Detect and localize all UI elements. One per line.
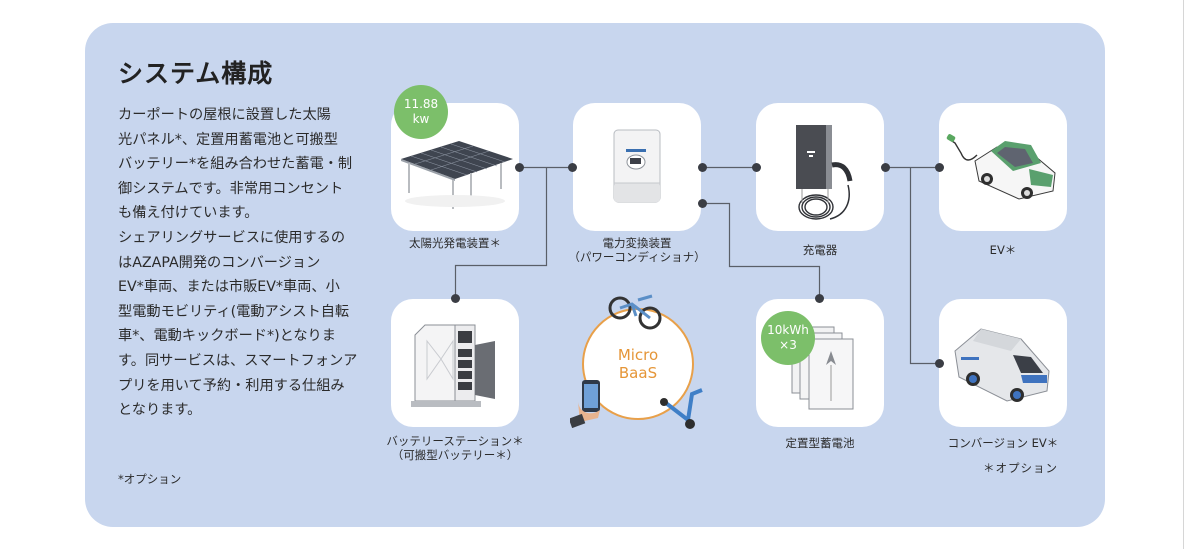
ev-charger-icon: [796, 125, 853, 220]
label-line: （可搬型バッテリー＊）: [391, 448, 519, 462]
connector-dot: [451, 294, 460, 303]
battery-station-label: バッテリーステーション＊ （可搬型バッテリー＊）: [355, 434, 555, 462]
connector-dot: [752, 163, 761, 172]
badge-unit: ×3: [779, 338, 797, 352]
charger-label: 充電器: [802, 243, 838, 257]
line-charger-conversion-ev: [909, 167, 944, 365]
description-line: はAZAPA開発のコンバージョン: [118, 254, 321, 271]
power-conditioner-label: 電力変換装置 （パワーコンディショナ）: [537, 236, 737, 264]
description-line: す。同サービスは、スマートフォンア: [118, 352, 358, 369]
power-conditioner-icon: [613, 129, 661, 203]
charger-card: [756, 103, 884, 231]
description-line: カーポートの屋根に設置した太陽: [118, 107, 331, 123]
ev-card: [939, 103, 1067, 231]
storage-battery-label: 定置型蓄電池: [785, 436, 855, 450]
ev-label: EV＊: [989, 243, 1017, 257]
label-line: （パワーコンディショナ）: [568, 250, 706, 264]
solar-label: 太陽光発電装置＊: [409, 236, 501, 250]
conversion-ev-label: コンバージョン EV＊: [947, 436, 1059, 450]
badge-value: 10kWh: [767, 323, 809, 337]
connector-dot: [815, 294, 824, 303]
description-option-note: *オプション: [118, 472, 182, 486]
battery-station-icon: [411, 324, 495, 407]
connector-dot: [568, 163, 577, 172]
conversion-ev-card: [939, 299, 1067, 427]
description-line: 御システムです。非常用コンセント: [118, 180, 344, 197]
connector-dot: [881, 163, 890, 172]
page-edge-rule: [1183, 0, 1184, 549]
label-line: バッテリーステーション＊: [386, 434, 524, 448]
solar-carport-icon: [401, 141, 513, 209]
section-title: システム構成: [118, 59, 274, 88]
smartphone-hand-icon: [570, 380, 600, 428]
conversion-van-icon: [954, 328, 1050, 402]
micro-baas-line: Micro: [617, 346, 659, 364]
battery-station-card: [391, 299, 519, 427]
badge-unit: kw: [412, 112, 430, 126]
line-solar-battery-station: [454, 167, 548, 298]
power-conditioner-card: [573, 103, 701, 231]
description-line: も備え付けています。: [118, 205, 259, 222]
description-line: EV*車両、または市販EV*車両、小: [118, 279, 340, 296]
connector-dot: [935, 359, 944, 368]
description-line: 光パネル*、定置用蓄電池と可搬型: [118, 131, 338, 148]
label-line: 電力変換装置: [602, 236, 672, 250]
connector-dot: [935, 163, 944, 172]
solar-capacity-badge: 11.88 kw: [394, 85, 448, 139]
description-line: バッテリー*を組み合わせた蓄電・制: [118, 156, 353, 173]
badge-value: 11.88: [403, 97, 439, 111]
description: カーポートの屋根に設置した太陽 光パネル*、定置用蓄電池と可搬型 バッテリー*を…: [118, 103, 368, 423]
kick-scooter-icon: [660, 388, 703, 429]
connector-dot: [698, 199, 707, 208]
description-line: 型電動モビリティ(電動アシスト自転: [118, 303, 350, 320]
description-line: シェアリングサービスに使用するの: [118, 229, 346, 246]
description-line: 車*、電動キックボード*)となりま: [118, 328, 336, 345]
storage-capacity-badge: 10kWh ×3: [761, 311, 815, 365]
option-note: ＊オプション: [983, 461, 1058, 475]
micro-baas-line: BaaS: [618, 364, 658, 382]
connector-dot: [515, 163, 524, 172]
connector-dot: [698, 163, 707, 172]
electric-car-icon: [946, 134, 1056, 200]
description-line: となります。: [118, 402, 202, 419]
line-pcs-storage: [706, 202, 821, 298]
bicycle-icon: [608, 294, 662, 330]
description-line: プリを用いて予約・利用する仕組み: [118, 377, 345, 394]
